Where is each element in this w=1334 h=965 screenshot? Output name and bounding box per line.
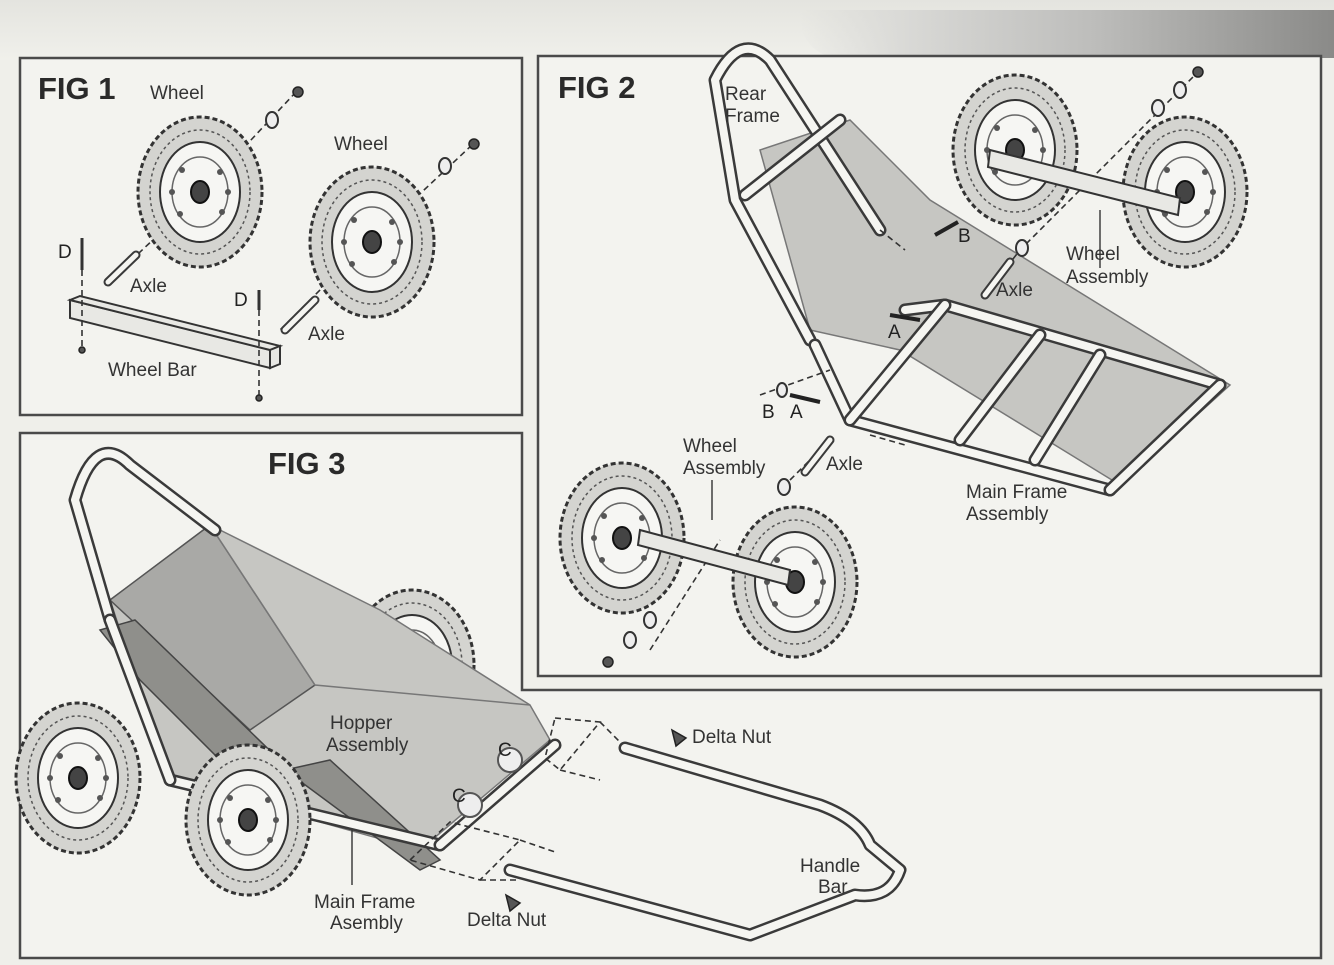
fig3-label-c-upper: C <box>498 740 512 761</box>
fig1-label-axle-left: Axle <box>130 276 167 297</box>
fig1-nut-right <box>468 138 480 150</box>
fig3-label-hopper-1: Hopper <box>330 713 393 734</box>
fig1-label-d-left: D <box>58 242 72 263</box>
fig3-panel: FIG 3 Hopper <box>14 431 1323 960</box>
fig2-label-a-low: A <box>790 402 803 423</box>
fig3-label-delta-nut-bottom: Delta Nut <box>467 910 547 931</box>
fig2-wheel-top-left <box>951 73 1079 227</box>
fig2-title: FIG 2 <box>558 70 636 105</box>
fig3-label-handle-1: Handle <box>800 856 860 877</box>
fig2-panel: FIG 2 <box>536 42 1323 678</box>
fig1-wheel-right <box>308 165 436 319</box>
fig3-title: FIG 3 <box>268 446 346 481</box>
fig1-label-wheel-left: Wheel <box>150 83 204 104</box>
fig2-label-main-frame-1: Main Frame <box>966 482 1067 503</box>
fig2-bolt-a-mid <box>889 313 921 322</box>
fig2-label-a-mid: A <box>888 322 901 343</box>
fig3-knob-c-upper <box>497 747 523 773</box>
fig3-wheel-right <box>184 743 312 897</box>
fig1-label-d-right: D <box>234 290 248 311</box>
fig2-label-b-top: B <box>958 226 971 247</box>
fig1-wheel-left <box>136 115 264 269</box>
fig1-washer-right <box>438 157 452 175</box>
fig2-label-main-frame-2: Assembly <box>966 504 1049 525</box>
fig1-label-wheel-right: Wheel <box>334 134 388 155</box>
fig3-label-hopper-2: Assembly <box>326 735 409 756</box>
fig1-washer-left <box>265 111 279 129</box>
fig1-panel: FIG 1 Wheel Wheel Axle Axle D D Whe <box>18 56 524 417</box>
fig3-wheel-left <box>14 701 142 855</box>
fig1-label-axle-right: Axle <box>308 324 345 345</box>
fig2-wheel-bar-low <box>636 528 792 587</box>
fig2-label-axle-top: Axle <box>996 280 1033 301</box>
fig2-label-rear-frame-2: Frame <box>725 106 780 127</box>
fig3-label-handle-2: Bar <box>818 877 848 898</box>
fig2-bolt-a-low <box>789 393 821 404</box>
fig2-label-wheel-assembly-low-2: Assembly <box>683 458 766 479</box>
fig2-label-wheel-assembly-low-1: Wheel <box>683 436 737 457</box>
fig3-delta-nut-top-icon <box>670 728 688 748</box>
scan-smear <box>800 10 1334 58</box>
fig2-label-axle-low: Axle <box>826 454 863 475</box>
fig1-label-wheel-bar: Wheel Bar <box>108 360 197 381</box>
fig2-bolt-b-top <box>934 220 959 237</box>
fig2-explode-line-low <box>649 539 721 651</box>
fig2-wheel-bar-top <box>986 148 1182 217</box>
fig1-title: FIG 1 <box>38 71 116 106</box>
fig2-label-wheel-assembly-top-1: Wheel <box>1066 244 1120 265</box>
fig2-label-b-low: B <box>762 402 775 423</box>
fig3-label-main-frame-1: Main Frame <box>314 892 415 913</box>
fig2-label-rear-frame-1: Rear <box>725 84 767 105</box>
fig2-wheel-low-right <box>731 505 859 659</box>
fig3-label-c-lower: C <box>452 786 466 807</box>
fig3-knob-c-lower <box>457 792 483 818</box>
fig3-insert-box-upper <box>544 717 602 772</box>
fig2-label-wheel-assembly-top-2: Assembly <box>1066 267 1149 288</box>
fig3-label-main-frame-2: Asembly <box>330 913 403 934</box>
fig3-label-delta-nut-top: Delta Nut <box>692 727 772 748</box>
fig3-delta-nut-bottom-icon <box>504 893 522 913</box>
fig1-nut-left <box>292 86 304 98</box>
fig2-washer-b-low <box>776 382 788 398</box>
